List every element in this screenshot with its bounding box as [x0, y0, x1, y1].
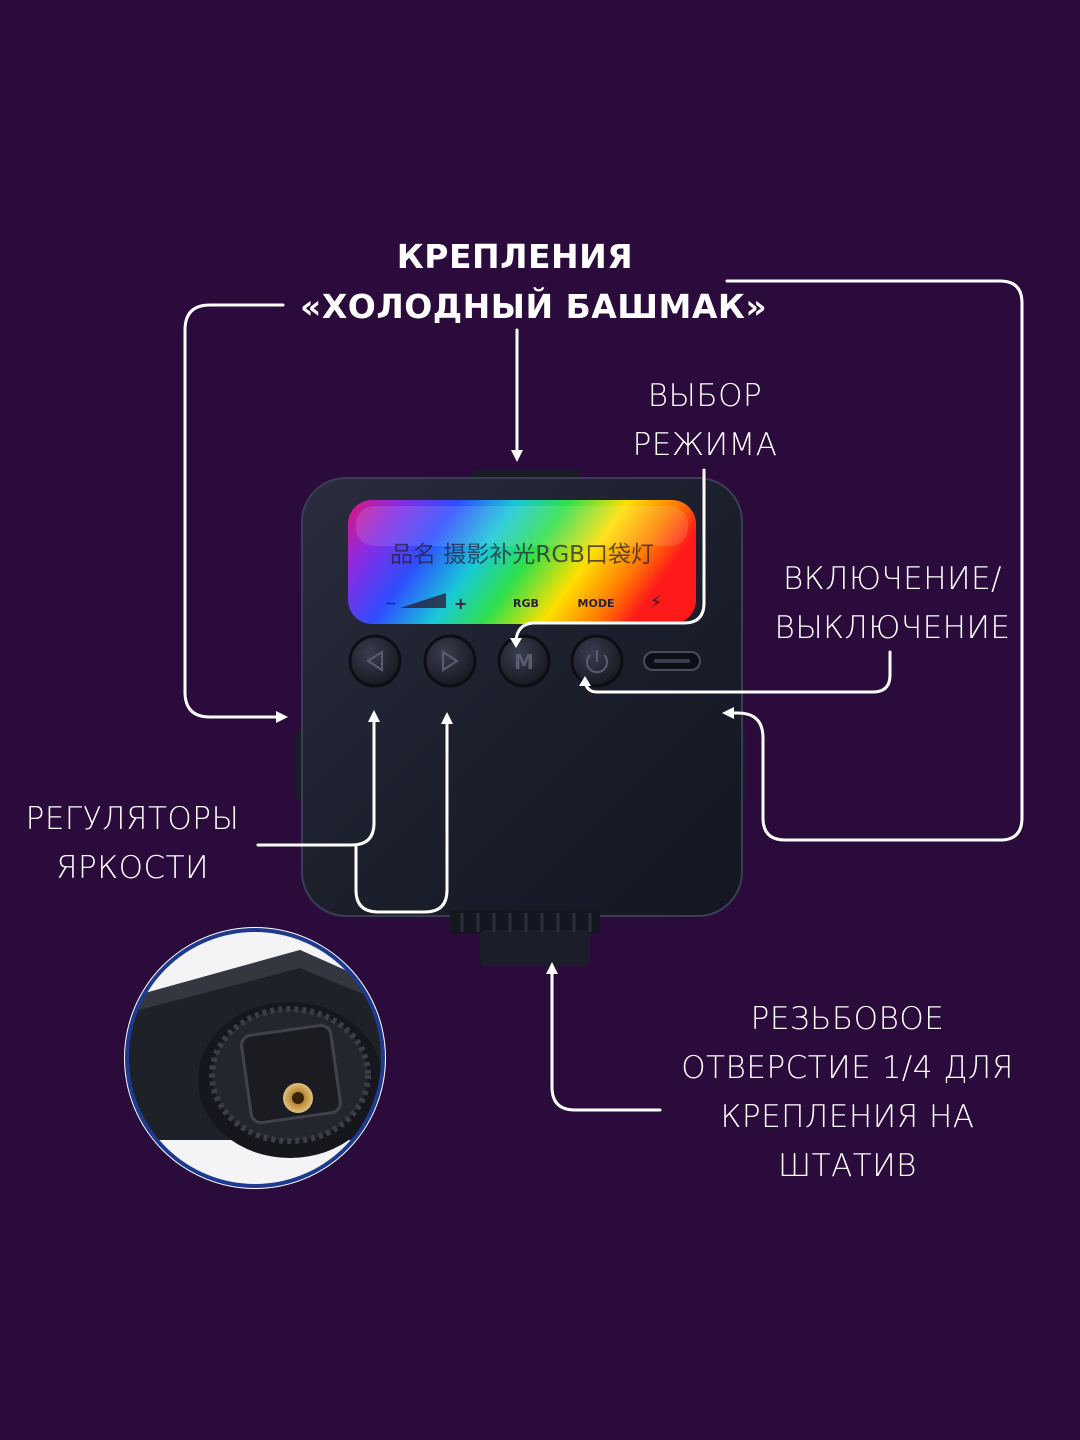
- left-mount-pointer-line: [183, 303, 285, 719]
- arrowhead-cold-shoe: [511, 450, 523, 462]
- thread-label-line-3: КРЕПЛЕНИЯ НА: [720, 1099, 975, 1135]
- brightness-label-line-2: ЯРКОСТИ: [55, 850, 209, 886]
- arrowhead-thread: [546, 962, 558, 974]
- mode-pointer-line: [514, 468, 706, 642]
- panel-minus: −: [385, 596, 397, 612]
- brightness-pointer-line-2: [354, 720, 449, 914]
- mode-label-line-2: РЕЖИМА: [632, 427, 778, 463]
- right-mount-pointer-line: [725, 279, 1024, 842]
- arrowhead-power: [579, 676, 591, 686]
- power-icon: [586, 650, 608, 674]
- thread-label-line-4: ШТАТИВ: [778, 1148, 917, 1184]
- cold-shoe-label: КРЕПЛЕНИЯ «ХОЛОДНЫЙ БАШМАК»: [300, 232, 768, 332]
- rgb-panel: [348, 500, 696, 624]
- power-label: ВКЛЮЧЕНИЕ/ ВЫКЛЮЧЕНИЕ: [760, 555, 1025, 653]
- brightness-ramp-icon: [400, 593, 446, 608]
- arrowhead-mode: [510, 638, 522, 648]
- arrowhead-brightness-2: [441, 712, 453, 724]
- brightness-up-button[interactable]: [423, 634, 477, 688]
- power-label-line-2: ВЫКЛЮЧЕНИЕ: [774, 610, 1011, 646]
- mode-select-button[interactable]: M: [497, 634, 551, 688]
- panel-model-text: 品名 摄影补光RGB口袋灯: [390, 542, 654, 568]
- tripod-mount-base: [480, 930, 590, 966]
- arrowhead-left-mount: [276, 711, 288, 723]
- thread-label: РЕЗЬБОВОЕ ОТВЕРСТИЕ 1/4 ДЛЯ КРЕПЛЕНИЯ НА…: [670, 995, 1025, 1191]
- rgb-panel-gloss: [356, 506, 688, 546]
- brightness-label: РЕГУЛЯТОРЫ ЯРКОСТИ: [10, 795, 255, 893]
- usb-c-port[interactable]: [643, 651, 701, 671]
- mode-label-line-1: ВЫБОР: [647, 378, 763, 414]
- power-label-line-1: ВКЛЮЧЕНИЕ/: [782, 561, 1003, 597]
- power-button[interactable]: [570, 634, 624, 688]
- triangle-right-icon: [442, 650, 459, 672]
- cold-shoe-label-line-2: «ХОЛОДНЫЙ БАШМАК»: [300, 287, 768, 326]
- triangle-left-icon: [366, 650, 383, 672]
- panel-mode-text: MODE: [578, 597, 615, 610]
- arrowhead-brightness-1: [368, 710, 380, 722]
- brightness-label-line-1: РЕГУЛЯТОРЫ: [25, 801, 240, 837]
- panel-plus: +: [454, 594, 467, 613]
- cold-shoe-label-line-1: КРЕПЛЕНИЯ: [396, 237, 634, 276]
- mode-m-icon: M: [514, 650, 534, 674]
- thread-label-line-2: ОТВЕРСТИЕ 1/4 ДЛЯ: [681, 1050, 1014, 1086]
- panel-rgb-text: RGB: [513, 597, 539, 610]
- power-pointer-line: [583, 650, 892, 694]
- brightness-pointer-line-1: [256, 718, 376, 847]
- thread-closeup: [124, 927, 386, 1189]
- mode-label: ВЫБОР РЕЖИМА: [610, 372, 800, 470]
- brightness-down-button[interactable]: [348, 634, 402, 688]
- thread-label-line-1: РЕЗЬБОВОЕ: [750, 1001, 945, 1037]
- thread-pointer-line: [550, 970, 662, 1112]
- tripod-mount-ridges: [460, 913, 592, 932]
- arrowhead-right-mount: [722, 707, 734, 719]
- bolt-icon: ⚡: [650, 592, 663, 613]
